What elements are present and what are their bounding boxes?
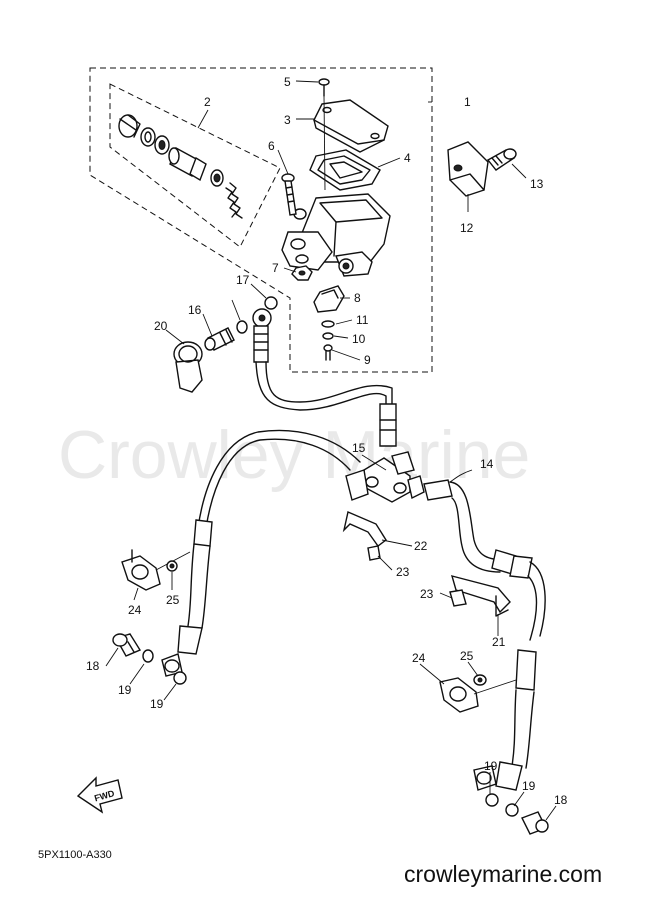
- callout-11: 11: [356, 313, 369, 327]
- assembly-outline: [89, 67, 433, 373]
- gasket-17a: [236, 320, 248, 334]
- callout-18-right: 18: [554, 793, 568, 807]
- hose-bracket-22: [342, 511, 387, 547]
- master-cylinder-body: [281, 193, 391, 277]
- diaphragm: [309, 149, 381, 191]
- callout-1: 1: [464, 95, 471, 109]
- washer-19a: [142, 649, 154, 663]
- union-bolt-18a: [112, 633, 142, 657]
- switch-screw: [323, 344, 333, 361]
- callout-16: 16: [188, 303, 202, 317]
- cap-screw: [318, 78, 330, 191]
- diagram-code: 5PX1100-A330: [38, 849, 112, 861]
- callout-6: 6: [268, 139, 275, 153]
- callout-24-left: 24: [128, 603, 142, 617]
- holder-bolt: [486, 148, 517, 171]
- callout-3: 3: [284, 113, 291, 127]
- hose-bracket-21: [450, 575, 511, 617]
- callout-19-b: 19: [150, 697, 164, 711]
- brake-joint: [345, 451, 425, 503]
- callout-21: 21: [492, 635, 506, 649]
- callout-24-right: 24: [412, 651, 426, 665]
- callout-5: 5: [284, 75, 291, 89]
- watermark: Crowley Marine: [58, 417, 530, 493]
- callout-23-a: 23: [396, 565, 410, 579]
- callout-19-d: 19: [522, 779, 536, 793]
- callout-7: 7: [272, 261, 279, 275]
- bolt-23b: [449, 589, 467, 607]
- callout-15: 15: [352, 441, 366, 455]
- brake-hose-right: [423, 479, 546, 791]
- footer-site-link[interactable]: crowleymarine.com: [404, 861, 602, 887]
- washer-11: [321, 320, 335, 328]
- nut: [291, 265, 313, 281]
- union-bolt: [204, 327, 235, 351]
- washer-10: [322, 332, 334, 340]
- fwd-arrow-icon: FWD: [76, 776, 123, 814]
- leader-lines: [105, 80, 557, 821]
- washer-19b: [173, 671, 187, 685]
- brake-switch: [313, 285, 345, 313]
- washer-19d: [505, 803, 519, 817]
- callout-22: 22: [414, 539, 428, 553]
- callout-25-right: 25: [460, 649, 474, 663]
- callout-4: 4: [404, 151, 411, 165]
- callout-19-a: 19: [118, 683, 132, 697]
- hose-clamp-left: [121, 549, 191, 591]
- callout-13: 13: [530, 177, 544, 191]
- callout-18-left: 18: [86, 659, 100, 673]
- piston-kit: [118, 114, 243, 219]
- hose-clamp-right: [439, 677, 517, 713]
- callouts: 1 2 3 4 5 6 7 8 9 10 11 12 13 14 15 16 1…: [86, 75, 568, 807]
- callout-9: 9: [364, 353, 371, 367]
- rubber-cap: [173, 341, 203, 393]
- callout-23-b: 23: [420, 587, 434, 601]
- callout-20: 20: [154, 319, 168, 333]
- callout-25-left: 25: [166, 593, 180, 607]
- brake-hose-upper: [252, 308, 397, 447]
- callout-12: 12: [460, 221, 474, 235]
- reservoir-cap: [313, 99, 389, 153]
- brake-hose-left: [161, 429, 361, 677]
- gasket-17b: [264, 296, 278, 310]
- callout-17: 17: [236, 273, 250, 287]
- callout-14: 14: [480, 457, 494, 471]
- callout-8: 8: [354, 291, 361, 305]
- washer-19c: [485, 793, 499, 807]
- union-bolt-18b: [521, 811, 549, 835]
- holder: [447, 141, 489, 197]
- body-screw: [281, 173, 297, 216]
- callout-19-c: 19: [484, 759, 498, 773]
- callout-10: 10: [352, 332, 366, 346]
- callout-2: 2: [204, 95, 211, 109]
- bolt-23a: [367, 545, 381, 561]
- piston-kit-outline: [109, 83, 281, 248]
